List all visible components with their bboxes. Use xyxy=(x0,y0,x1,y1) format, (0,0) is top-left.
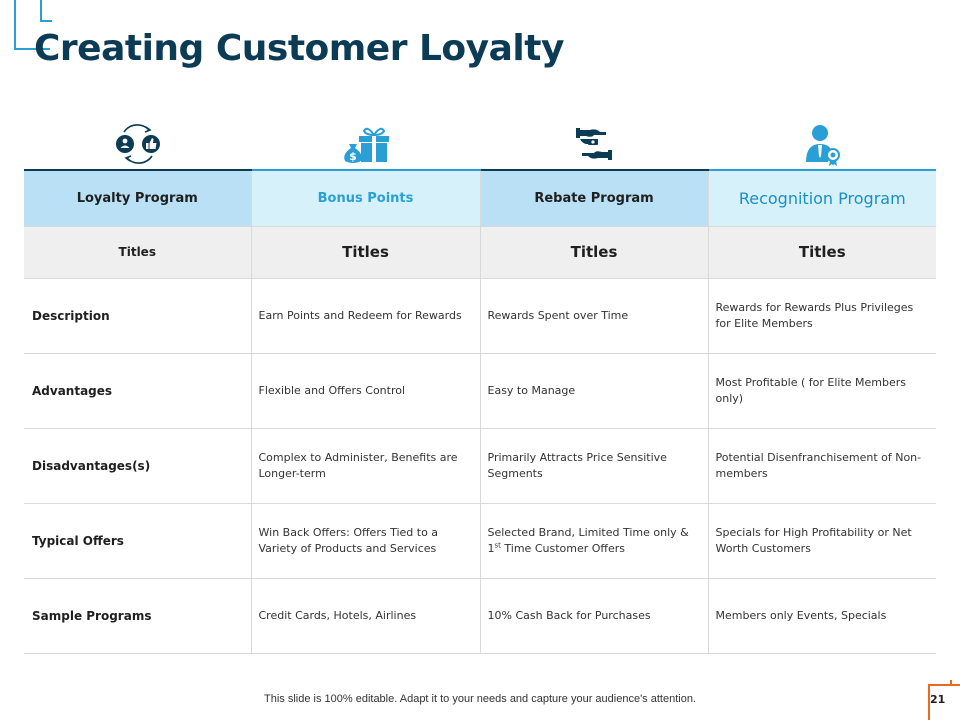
subheader-cell: Titles xyxy=(251,226,481,279)
header-recognition-program: Recognition Program xyxy=(708,169,936,227)
award-person-icon xyxy=(806,125,840,166)
header-loyalty-program: Loyalty Program xyxy=(24,169,252,227)
table-cell: Selected Brand, Limited Time only & 1st … xyxy=(480,503,709,579)
corner-accent-bottom-right-inner xyxy=(950,680,960,686)
table-cell: Credit Cards, Hotels, Airlines xyxy=(251,578,481,654)
footer-note: This slide is 100% editable. Adapt it to… xyxy=(264,693,696,705)
subheader-cell: Titles xyxy=(708,226,936,279)
icon-cell-recognition xyxy=(708,118,936,170)
table-row: Sample Programs Credit Cards, Hotels, Ai… xyxy=(24,578,936,654)
comparison-table: Loyalty Program Bonus Points Rebate Prog… xyxy=(24,169,936,654)
subheader-cell: Titles xyxy=(480,226,709,279)
row-label: Advantages xyxy=(24,353,252,429)
table-cell: Rewards Spent over Time xyxy=(480,278,709,354)
corner-accent-top-left xyxy=(14,0,50,50)
loyalty-exchange-icon xyxy=(116,124,160,164)
header-rebate-program: Rebate Program xyxy=(480,169,709,227)
table-subheader-row: Titles Titles Titles Titles xyxy=(24,226,936,279)
table-cell: Primarily Attracts Price Sensitive Segme… xyxy=(480,428,709,504)
table-cell: Win Back Offers: Offers Tied to a Variet… xyxy=(251,503,481,579)
icons-row: $ xyxy=(24,118,936,170)
icon-cell-loyalty xyxy=(24,118,252,170)
table-cell: Specials for High Profitability or Net W… xyxy=(708,503,936,579)
corner-accent-bottom-right xyxy=(928,684,960,720)
header-bonus-points: Bonus Points xyxy=(251,169,481,227)
superscript: st xyxy=(494,540,501,549)
svg-text:$: $ xyxy=(349,150,357,163)
table-cell: Flexible and Offers Control xyxy=(251,353,481,429)
icon-cell-bonus: $ xyxy=(252,118,480,170)
table-cell: Members only Events, Specials xyxy=(708,578,936,654)
row-label: Disadvantages(s) xyxy=(24,428,252,504)
subheader-cell: Titles xyxy=(24,226,252,279)
row-label: Typical Offers xyxy=(24,503,252,579)
table-header-row: Loyalty Program Bonus Points Rebate Prog… xyxy=(24,169,936,227)
cell-text-tail: Time Customer Offers xyxy=(504,541,626,555)
table-cell: Rewards for Rewards Plus Privileges for … xyxy=(708,278,936,354)
page-number: 21 xyxy=(930,693,946,706)
cell-text: Selected Brand, Limited Time only & 1 xyxy=(487,525,689,555)
row-label: Description xyxy=(24,278,252,354)
gift-money-icon: $ xyxy=(344,127,389,163)
table-cell: Potential Disenfranchisement of Non-memb… xyxy=(708,428,936,504)
table-cell: Complex to Administer, Benefits are Long… xyxy=(251,428,481,504)
row-label: Sample Programs xyxy=(24,578,252,654)
table-cell: Earn Points and Redeem for Rewards xyxy=(251,278,481,354)
slide-title: Creating Customer Loyalty xyxy=(34,28,564,69)
table-row: Disadvantages(s) Complex to Administer, … xyxy=(24,428,936,504)
table-row: Advantages Flexible and Offers Control E… xyxy=(24,353,936,429)
table-cell: Most Profitable ( for Elite Members only… xyxy=(708,353,936,429)
icon-cell-rebate xyxy=(480,118,708,170)
hand-exchange-icon xyxy=(576,128,612,160)
table-row: Description Earn Points and Redeem for R… xyxy=(24,278,936,354)
table-cell: 10% Cash Back for Purchases xyxy=(480,578,709,654)
table-cell: Easy to Manage xyxy=(480,353,709,429)
corner-accent-top-left-inner xyxy=(40,0,52,22)
table-row: Typical Offers Win Back Offers: Offers T… xyxy=(24,503,936,579)
